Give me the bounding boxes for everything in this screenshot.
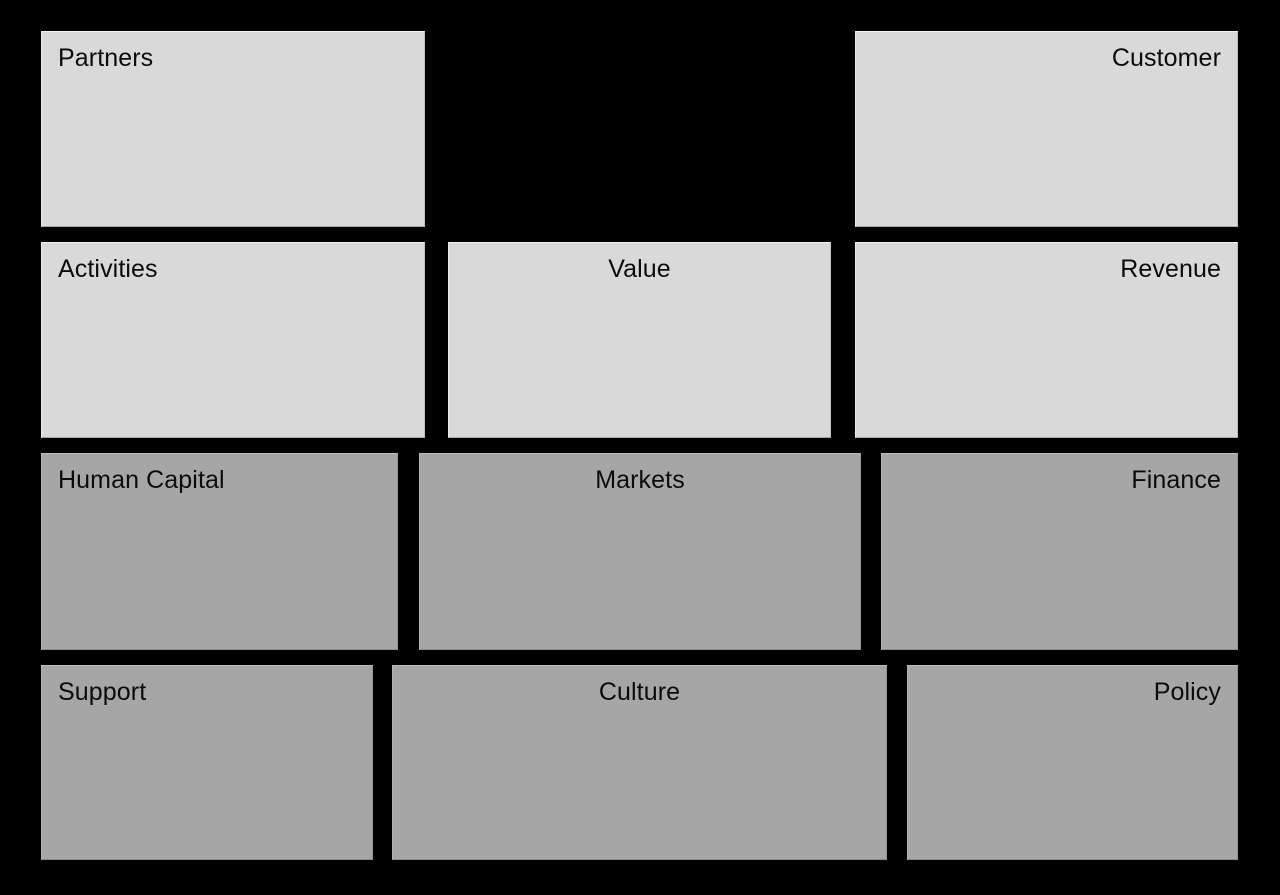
card-label-policy: Policy xyxy=(1153,678,1221,706)
card-partners[interactable]: Partners xyxy=(41,31,425,227)
card-customer[interactable]: Customer xyxy=(855,31,1238,227)
card-label-partners: Partners xyxy=(58,44,154,72)
card-label-revenue: Revenue xyxy=(1120,255,1221,283)
card-value[interactable]: Value xyxy=(448,242,831,438)
card-label-customer: Customer xyxy=(1111,44,1221,72)
card-label-finance: Finance xyxy=(1131,466,1221,494)
card-revenue[interactable]: Revenue xyxy=(855,242,1238,438)
card-human-capital[interactable]: Human Capital xyxy=(41,453,398,650)
card-label-culture: Culture xyxy=(598,678,681,706)
card-activities[interactable]: Activities xyxy=(41,242,425,438)
card-culture[interactable]: Culture xyxy=(392,665,887,860)
card-label-human-capital: Human Capital xyxy=(58,466,225,494)
card-policy[interactable]: Policy xyxy=(907,665,1238,860)
card-label-activities: Activities xyxy=(58,255,158,283)
card-label-value: Value xyxy=(608,255,671,283)
card-markets[interactable]: Markets xyxy=(419,453,861,650)
card-label-support: Support xyxy=(58,678,147,706)
card-label-markets: Markets xyxy=(595,466,685,494)
card-support[interactable]: Support xyxy=(41,665,373,860)
card-finance[interactable]: Finance xyxy=(881,453,1238,650)
